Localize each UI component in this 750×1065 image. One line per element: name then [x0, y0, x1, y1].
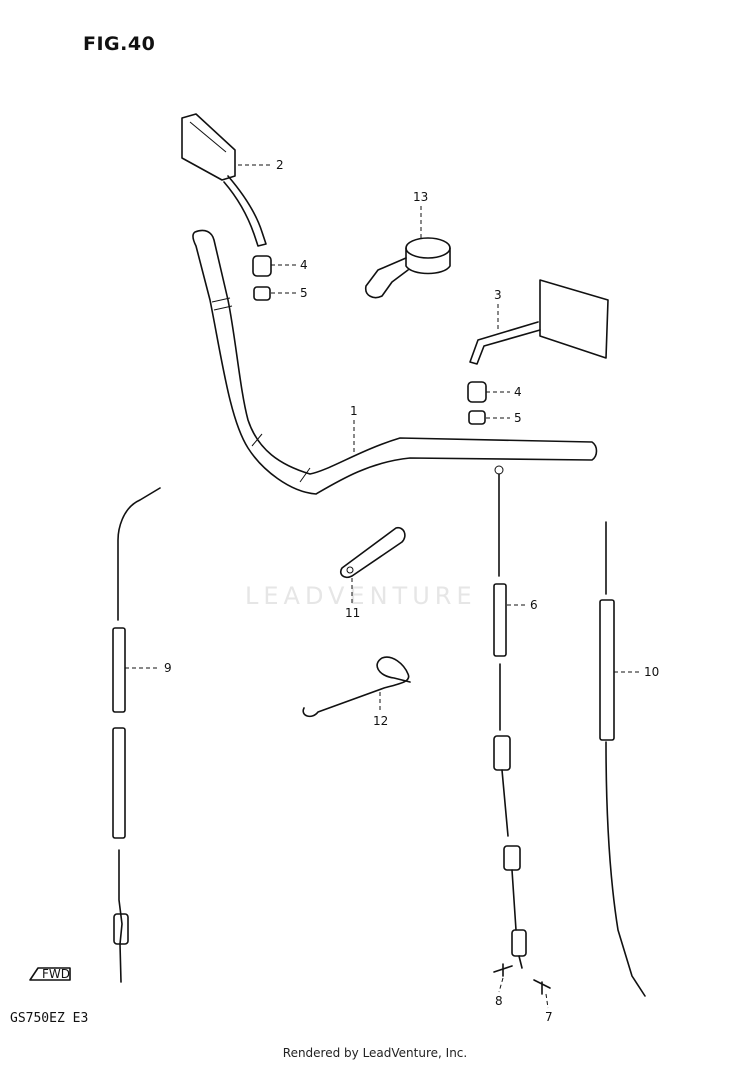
callout-1: 1: [350, 404, 358, 418]
fwd-arrow-icon: FWD: [29, 967, 71, 981]
cable-6-part[interactable]: [493, 465, 527, 969]
bracket-11-part[interactable]: [339, 526, 406, 579]
callout-4-right: 4: [514, 385, 522, 399]
cap-13-part[interactable]: [364, 237, 451, 299]
callout-2: 2: [276, 158, 284, 172]
callout-4-left: 4: [300, 258, 308, 272]
model-code: GS750EZ E3: [10, 1011, 89, 1026]
callout-11: 11: [345, 606, 360, 620]
callout-12: 12: [373, 714, 388, 728]
mirror-right-part[interactable]: [469, 279, 609, 365]
handlebar-part[interactable]: [192, 229, 598, 495]
screw-8-part[interactable]: [493, 963, 513, 977]
cable-10-part[interactable]: [599, 521, 646, 997]
fwd-label: FWD: [42, 967, 70, 981]
callout-3: 3: [494, 288, 502, 302]
figure-title: FIG.40: [83, 33, 156, 55]
footer-credit: Rendered by LeadVenture, Inc.: [282, 1046, 468, 1060]
callout-7: 7: [545, 1010, 553, 1024]
callout-6: 6: [530, 598, 538, 612]
clamp-12-part[interactable]: [302, 656, 411, 718]
callout-5-left: 5: [300, 286, 308, 300]
mirror-nut-right-part[interactable]: [468, 410, 486, 425]
cable-9-part[interactable]: [112, 487, 161, 983]
watermark-text: LEADVENTURE: [245, 582, 477, 610]
callout-10: 10: [644, 665, 659, 679]
mirror-left-part[interactable]: [181, 113, 267, 247]
mirror-nut-left-part[interactable]: [253, 286, 271, 301]
mirror-adapter-left-part[interactable]: [252, 255, 272, 277]
mirror-adapter-right-part[interactable]: [467, 381, 487, 403]
callout-9: 9: [164, 661, 172, 675]
callout-8: 8: [495, 994, 503, 1008]
screw-7-part[interactable]: [533, 979, 551, 995]
callout-5-right: 5: [514, 411, 522, 425]
callout-13: 13: [413, 190, 428, 204]
leader-lines: [125, 164, 640, 1009]
